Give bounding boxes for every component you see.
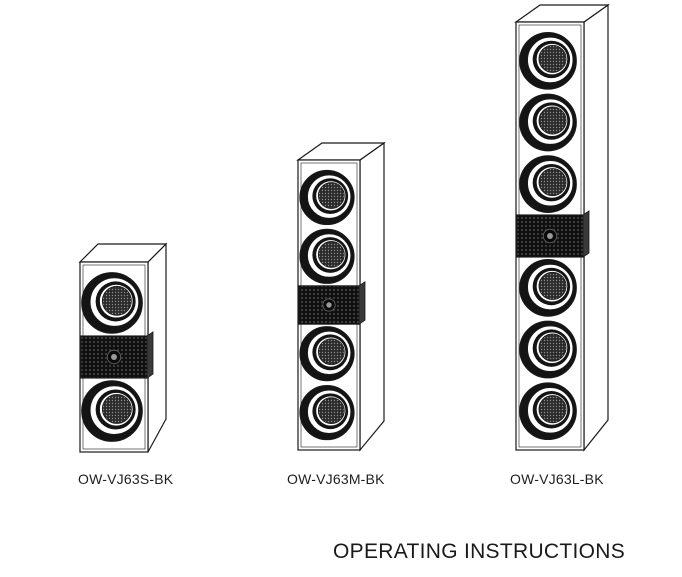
- speaker-ow-vj63s: [78, 242, 168, 453]
- model-label-ow-vj63m: OW-VJ63M-BK: [287, 471, 385, 487]
- speaker-ow-vj63l: [514, 3, 610, 452]
- tweeter-panel: [298, 281, 366, 325]
- speaker-ow-vj63m: [296, 141, 386, 452]
- woofer-driver: [519, 320, 577, 379]
- tweeter-panel: [516, 210, 590, 258]
- tweeter-panel: [80, 331, 154, 379]
- woofer-driver: [519, 93, 577, 152]
- woofer-driver: [81, 380, 143, 442]
- woofer-driver: [299, 384, 355, 441]
- model-label-ow-vj63l: OW-VJ63L-BK: [510, 471, 604, 487]
- woofer-driver: [299, 169, 355, 226]
- woofer-driver: [519, 31, 577, 90]
- woofer-driver: [81, 272, 143, 334]
- woofer-driver: [299, 326, 355, 382]
- document-title: OPERATING INSTRUCTIONS: [333, 540, 626, 563]
- woofer-driver: [299, 228, 355, 284]
- woofer-driver: [519, 382, 577, 441]
- model-label-ow-vj63s: OW-VJ63S-BK: [78, 471, 174, 487]
- woofer-driver: [519, 259, 577, 317]
- woofer-driver: [519, 155, 577, 213]
